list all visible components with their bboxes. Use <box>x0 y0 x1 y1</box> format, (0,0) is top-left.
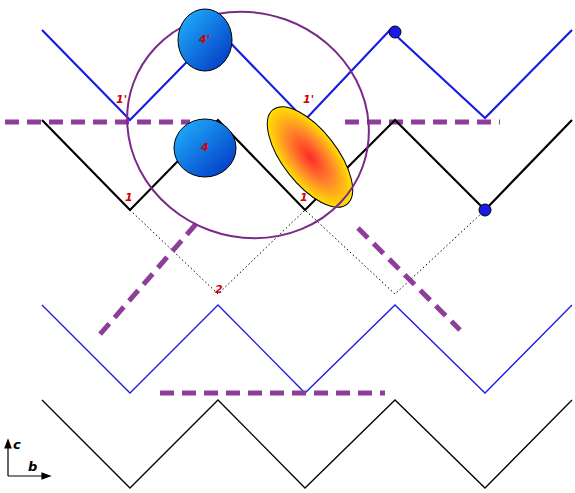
atom-dot <box>389 26 401 38</box>
axis-label: b <box>28 460 37 474</box>
atom-number: 4 <box>201 142 209 154</box>
atom-dot <box>479 204 491 216</box>
atom-number: 1' <box>116 94 127 106</box>
lower-chain <box>42 400 572 488</box>
axes <box>5 440 50 479</box>
atom-number: 4' <box>199 34 210 46</box>
atom-number: 1 <box>300 192 308 204</box>
dotted-chain <box>130 210 485 294</box>
atom-number: 2 <box>215 284 223 296</box>
axis-label: c <box>13 438 21 452</box>
lower-chain <box>42 305 572 393</box>
orbital-ellipse: 4 <box>173 118 237 178</box>
orbital-ellipse: 4' <box>177 8 233 72</box>
upper-chain <box>42 30 572 120</box>
atom-number: 1' <box>303 94 314 106</box>
purple-ellipse <box>95 0 401 272</box>
purple-dashed-lines <box>5 122 500 393</box>
atom-number: 1 <box>125 192 133 204</box>
orange-orbital <box>252 93 368 221</box>
